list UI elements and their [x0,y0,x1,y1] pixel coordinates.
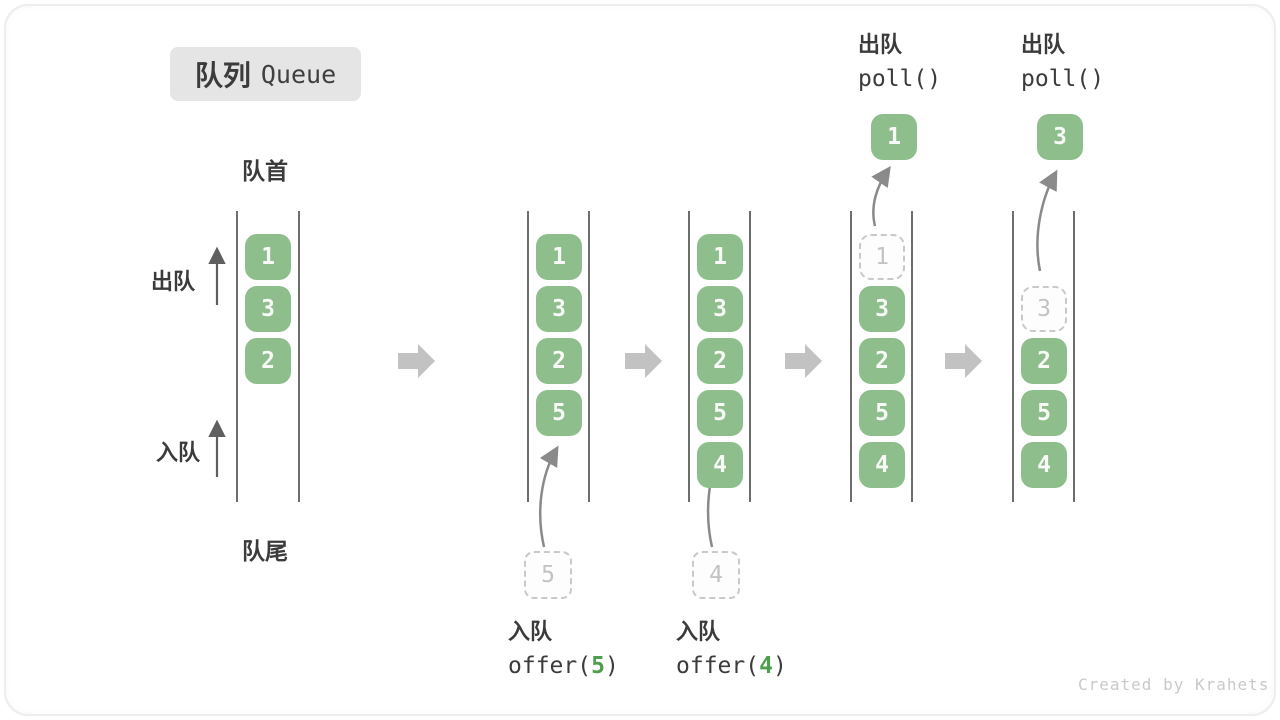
polled-item: 1 [871,114,917,160]
dequeue-op-1-label: 出队 [858,32,903,57]
queue-item: 1 [697,234,743,280]
removed-item-placeholder: 1 [859,234,905,280]
enqueue-op-2-code: offer(4) [676,649,787,683]
dequeue-op-2: 出队 poll() [1021,28,1104,96]
enqueue-op-1-code: offer(5) [508,649,619,683]
removed-item-placeholder: 3 [1021,286,1067,332]
polled-item: 3 [1037,114,1083,160]
incoming-item-placeholder: 4 [692,551,740,599]
queue-item: 2 [245,338,291,384]
code-post: ) [604,653,619,679]
title-en: Queue [260,59,337,89]
queue-item: 2 [1021,338,1067,384]
code-pre: offer( [676,653,760,679]
title-badge: 队列 Queue [170,47,361,101]
code-arg: 5 [591,653,605,679]
queue-rear-label: 队尾 [242,538,288,564]
enqueue-op-1-label: 入队 [508,619,553,644]
queue-item: 5 [697,390,743,436]
code-arg: 4 [759,653,773,679]
queue-item: 3 [859,286,905,332]
enqueue-op-2: 入队 offer(4) [676,615,787,683]
watermark-credit: Created by Krahets [1078,675,1270,694]
queue-item: 4 [1021,442,1067,488]
dequeue-op-2-label: 出队 [1021,32,1066,57]
title-zh: 队列 [194,60,251,91]
queue-item: 5 [859,390,905,436]
queue-item: 1 [536,234,582,280]
diagram-card [4,4,1276,716]
code-pre: offer( [508,653,592,679]
queue-item: 2 [536,338,582,384]
queue-item: 3 [536,286,582,332]
code-post: ) [772,653,787,679]
queue-item: 2 [859,338,905,384]
queue-item: 5 [536,390,582,436]
dequeue-side-label: 出队 [151,269,196,294]
queue-item: 5 [1021,390,1067,436]
queue-front-label: 队首 [242,158,288,184]
dequeue-op-2-code: poll() [1021,66,1105,92]
queue-item: 3 [245,286,291,332]
enqueue-side-label: 入队 [156,440,201,465]
queue-item: 2 [697,338,743,384]
queue-item: 1 [245,234,291,280]
queue-item: 4 [859,442,905,488]
enqueue-op-2-label: 入队 [676,619,721,644]
incoming-item-placeholder: 5 [524,551,572,599]
dequeue-op-1: 出队 poll() [858,28,941,96]
queue-item: 3 [697,286,743,332]
queue-item: 4 [697,442,743,488]
enqueue-op-1: 入队 offer(5) [508,615,619,683]
dequeue-op-1-code: poll() [858,66,942,92]
